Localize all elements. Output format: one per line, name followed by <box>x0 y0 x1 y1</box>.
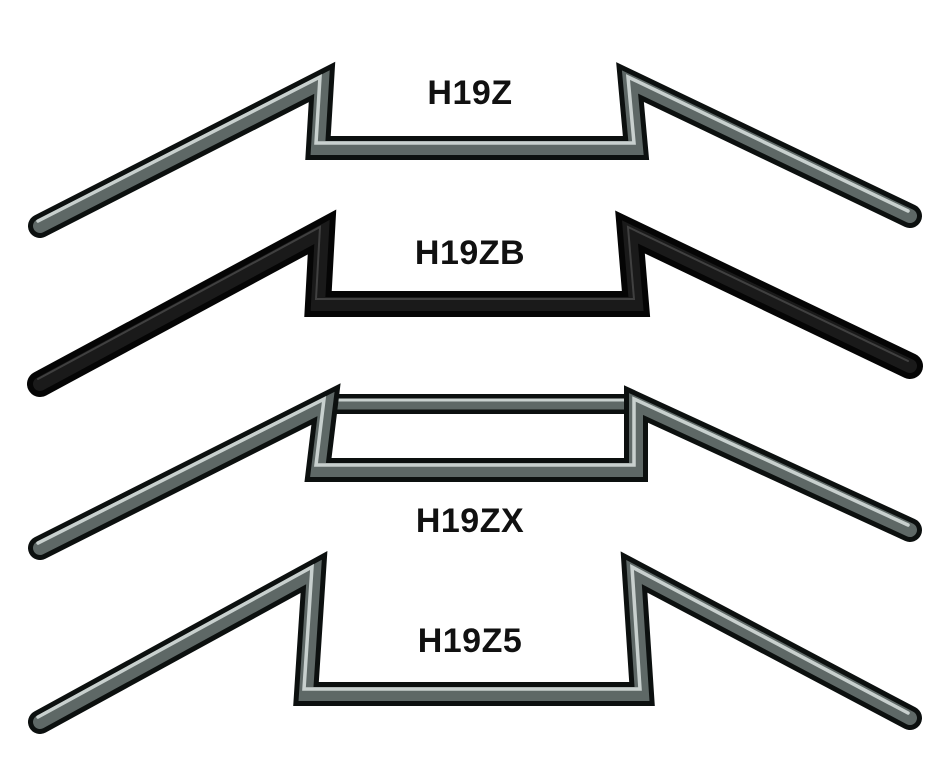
model-label-h19z5: H19Z5 <box>417 622 523 660</box>
handlebar-h19zx <box>28 383 922 560</box>
model-label-h19zb: H19ZB <box>414 234 526 272</box>
handlebar-h19z5 <box>28 550 922 734</box>
handlebar-h19z <box>28 61 922 238</box>
model-label-h19zx: H19ZX <box>415 502 525 540</box>
handlebar-h19zb <box>27 209 923 397</box>
model-label-h19z: H19Z <box>427 74 513 112</box>
